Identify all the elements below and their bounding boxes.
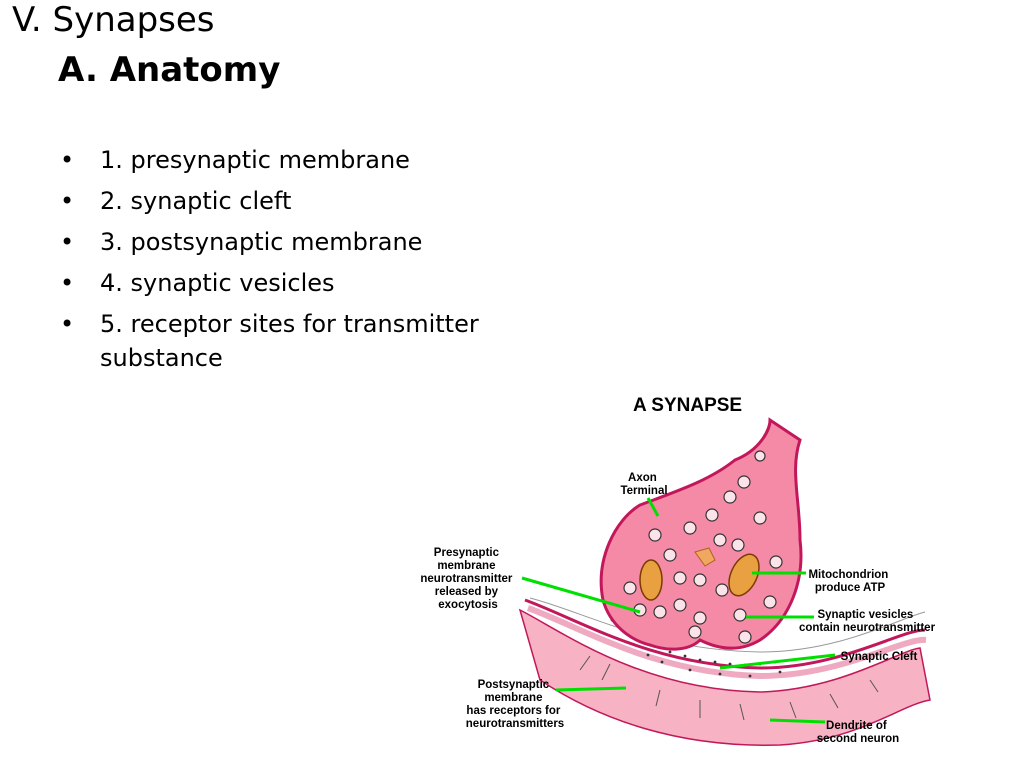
diagram-title: A SYNAPSE — [633, 395, 742, 416]
list-item: •3. postsynaptic membrane — [60, 225, 500, 259]
list-item: •4. synaptic vesicles — [60, 266, 500, 300]
label-mitochondrion: Mitochondrion produce ATP — [808, 569, 891, 594]
label-dendrite: Dendrite of second neuron — [817, 720, 899, 745]
bullet-icon: • — [60, 269, 75, 297]
label-pointers — [521, 497, 836, 724]
label-presynaptic-membrane: Presynaptic membrane neurotransmitter re… — [420, 547, 515, 611]
mitochondrion-left — [639, 559, 663, 601]
bullet-icon: • — [60, 228, 75, 256]
mitochondrion-right — [728, 553, 760, 597]
bullet-icon: • — [60, 187, 75, 215]
list-item: •1. presynaptic membrane — [60, 143, 500, 177]
synaptic-vesicles — [623, 450, 783, 644]
bullet-icon: • — [60, 310, 75, 338]
label-synaptic-cleft: Synaptic Cleft — [841, 651, 918, 663]
list-item: •2. synaptic cleft — [60, 184, 500, 218]
slide-subtitle: A. Anatomy — [58, 50, 281, 90]
axon-terminal-illustration — [599, 417, 803, 651]
label-axon-terminal: Axon Terminal — [620, 472, 667, 497]
label-postsynaptic-membrane: Postsynaptic membrane has receptors for … — [466, 679, 564, 730]
bullet-icon: • — [60, 146, 75, 174]
anatomy-list: •1. presynaptic membrane •2. synaptic cl… — [60, 143, 500, 382]
label-synaptic-vesicles: Synaptic vesicles contain neurotransmitt… — [799, 609, 936, 634]
slide-title: V. Synapses — [12, 0, 215, 40]
dendrite-illustration — [518, 597, 931, 746]
list-item: •5. receptor sites for transmitter subst… — [60, 307, 500, 375]
